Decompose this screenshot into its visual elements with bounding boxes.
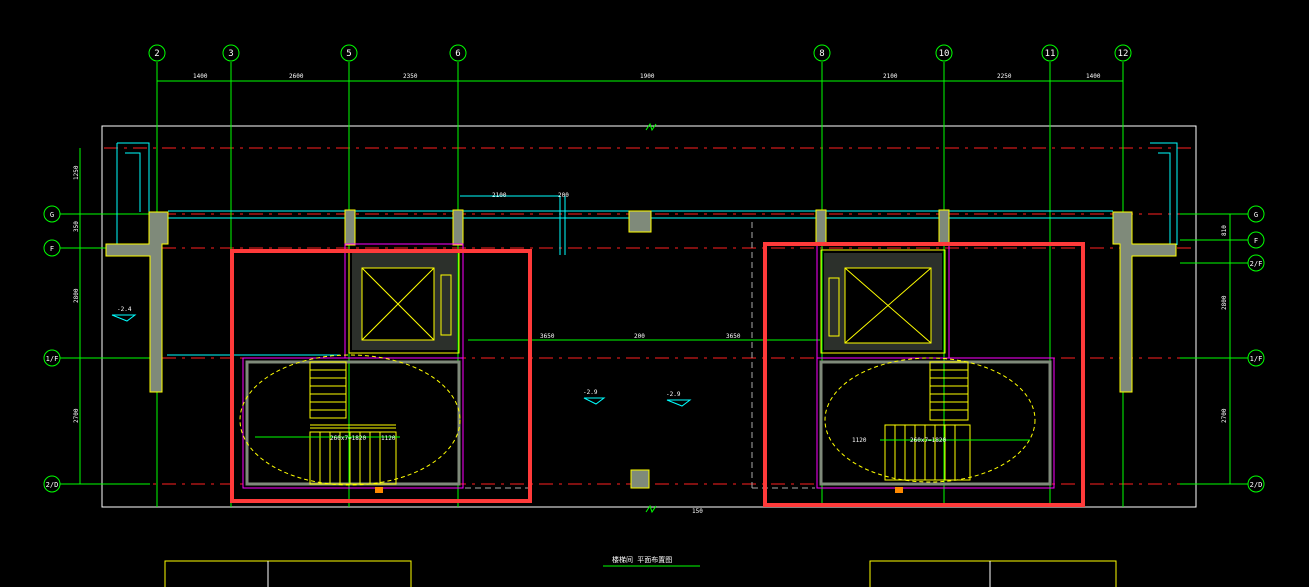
- grid-bubble-3: [222, 44, 240, 62]
- level-label-left: -2.4: [117, 306, 132, 313]
- grid-bubble-2: [148, 44, 166, 62]
- grid-bubble-label: G: [50, 211, 54, 219]
- dim-2100: 2100: [492, 192, 507, 199]
- grid-bubble-label: 1/F: [1250, 355, 1263, 363]
- grid-bubble-label: 8: [819, 49, 824, 59]
- left-dim-text: 1250: [73, 165, 80, 180]
- grid-bubble-label: 11: [1045, 49, 1056, 59]
- grid-bubble-12: [1114, 44, 1132, 62]
- grid-bubble-right-2/F: [1247, 254, 1265, 272]
- grid-bubble-right-G: [1247, 205, 1265, 223]
- top-dim-text: 1900: [640, 73, 655, 80]
- stair-dim-right: 260x7=1820: [910, 437, 947, 444]
- grid-bubble-right-F: [1247, 231, 1265, 249]
- level-label-b: -2.9: [666, 391, 681, 398]
- right-core: [816, 243, 1055, 493]
- highlight-box-right: [763, 242, 1085, 507]
- legend-frame-left: [164, 560, 412, 587]
- dim-200-center: 200: [634, 333, 645, 340]
- grid-bubble-8: [813, 44, 831, 62]
- top-dim-text: 2250: [997, 73, 1012, 80]
- grid-bubble-6: [449, 44, 467, 62]
- dim-3650-left: 3650: [540, 333, 555, 340]
- grid-bubble-label: 2/F: [1250, 260, 1263, 268]
- grid-bubble-label: 5: [346, 49, 351, 59]
- right-dim-text: 810: [1221, 225, 1228, 236]
- level-label-a: -2.9: [583, 389, 598, 396]
- right-dim-text: 2800: [1221, 295, 1228, 310]
- left-column-wall: [105, 211, 169, 393]
- dim-200: 200: [558, 192, 569, 199]
- grid-bubble-left-F: [43, 239, 61, 257]
- top-dim-text: 2600: [289, 73, 304, 80]
- top-dim-text: 2100: [883, 73, 898, 80]
- top-dim-text: 1400: [193, 73, 208, 80]
- right-dim-text: 2700: [1221, 408, 1228, 423]
- grid-bubble-label: 1/F: [46, 355, 59, 363]
- grid-bubble-5: [340, 44, 358, 62]
- width-1120-right: 1120: [852, 437, 867, 444]
- left-core: [239, 243, 464, 493]
- break-mark-bottom: [645, 504, 657, 514]
- width-1120-left: 1120: [381, 435, 396, 442]
- legend-frame-right: [869, 560, 1117, 587]
- level-markers: [111, 314, 692, 407]
- grid-bubble-label: 2/D: [1250, 481, 1263, 489]
- grid-bubble-label: 3: [228, 49, 233, 59]
- grid-bubble-11: [1041, 44, 1059, 62]
- grid-bubble-label: G: [1254, 211, 1258, 219]
- bottom-dim: 150: [692, 508, 703, 515]
- break-mark-top: [645, 122, 657, 132]
- grid-bubble-label: 10: [939, 49, 950, 59]
- grid-bubble-right-2/D: [1247, 475, 1265, 493]
- left-dim-text: 350: [73, 221, 80, 232]
- grid-bubble-label: 6: [455, 49, 460, 59]
- grid-bubble-label: 2: [154, 49, 159, 59]
- grid-bubble-label: 2/D: [46, 481, 59, 489]
- top-dim-text: 1400: [1086, 73, 1101, 80]
- building-outline: [101, 125, 1197, 508]
- left-dim-text: 2700: [73, 408, 80, 423]
- corridor-columns: [344, 209, 950, 489]
- grid-bubble-label: F: [50, 245, 54, 253]
- grid-bubble-left-G: [43, 205, 61, 223]
- grid-bubble-label: 12: [1118, 49, 1129, 59]
- dim-3650-right: 3650: [726, 333, 741, 340]
- red-axis-lines: [104, 147, 1194, 485]
- grid-bubble-10: [935, 44, 953, 62]
- grid-horizontal-lines: [60, 148, 1248, 485]
- stair-dim-left: 260x7=1820: [330, 435, 367, 442]
- drawing-title: 楼梯间 平面布置图: [612, 555, 672, 564]
- right-column-wall: [1112, 211, 1177, 393]
- highlight-box-left: [230, 249, 532, 503]
- grid-bubble-label: F: [1254, 237, 1258, 245]
- dashed-lines: [465, 222, 815, 489]
- grid-bubble-left-1/F: [43, 349, 61, 367]
- grid-bubble-left-2/D: [43, 475, 61, 493]
- grid-bubble-right-1/F: [1247, 349, 1265, 367]
- left-dim-text: 2800: [73, 288, 80, 303]
- top-dim-text: 2350: [403, 73, 418, 80]
